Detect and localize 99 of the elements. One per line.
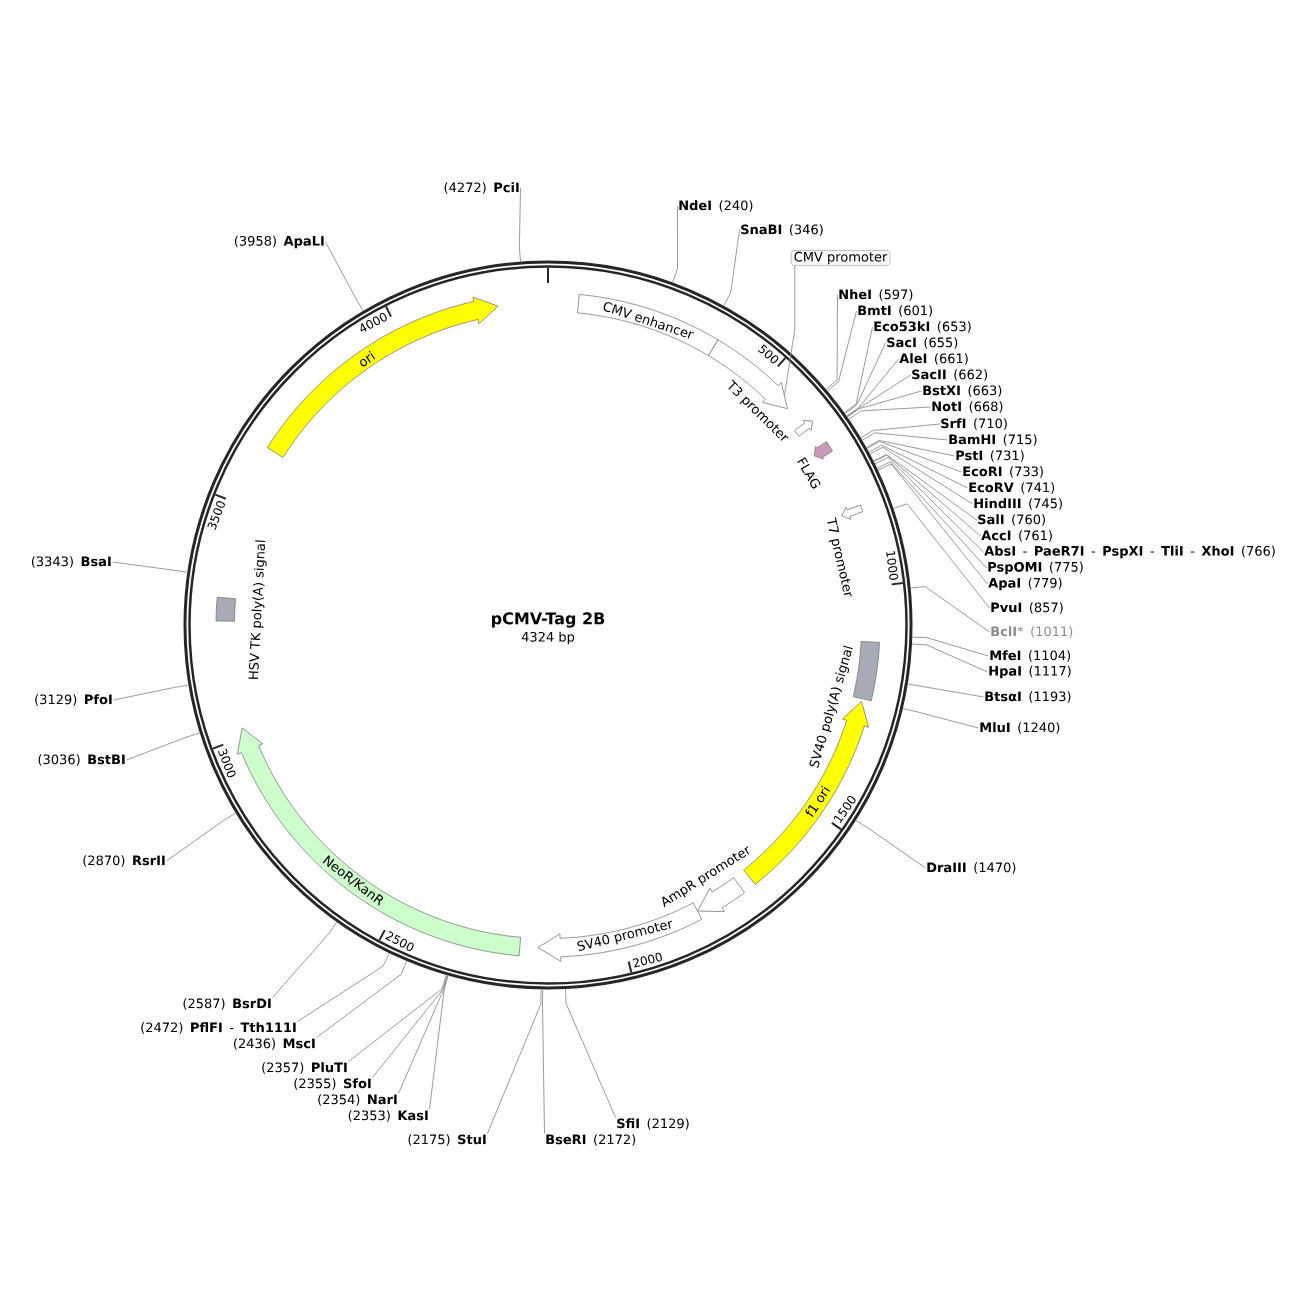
site-label: BseRI (2172) <box>546 1134 636 1146</box>
site-label: BtsαI (1193) <box>985 691 1071 703</box>
site-label: SrfI (710) <box>941 418 1007 430</box>
tick-label: 500 <box>758 344 779 364</box>
leader-line <box>861 432 948 441</box>
tick-label: 1000 <box>886 551 899 580</box>
node-label: HSV TK poly(A) signal <box>248 540 267 680</box>
site-label: (2870) RsrII <box>83 855 165 867</box>
site-label: PspOMI (775) <box>988 561 1083 575</box>
leader-line <box>902 708 979 729</box>
leader-line <box>316 960 408 1038</box>
leader-line <box>826 310 857 392</box>
leader-line <box>297 952 390 1022</box>
site-label: (3036) BstBI <box>38 754 125 766</box>
leader-line <box>846 390 922 418</box>
leader-line <box>398 974 449 1094</box>
tick-label: 3500 <box>207 501 225 531</box>
site-label: (2587) BsrDI <box>183 998 271 1010</box>
leader-line <box>783 265 796 397</box>
plasmid-name: pCMV-Tag 2B <box>492 612 605 628</box>
leader-line <box>723 229 740 307</box>
site-label: (3343) BsaI <box>31 556 111 568</box>
site-label: HindIII (745) <box>974 498 1062 510</box>
leader-line <box>907 683 984 698</box>
site-label: DraIII (1470) <box>927 862 1016 874</box>
site-label: (2354) NarI <box>318 1094 397 1106</box>
leader-line <box>869 446 973 505</box>
leader-line <box>565 988 616 1118</box>
leader-line <box>372 974 448 1078</box>
site-label: SacI (655) <box>887 337 958 349</box>
leader-line <box>518 187 521 262</box>
leader-line <box>126 732 201 761</box>
tick-label: 4000 <box>360 312 387 332</box>
leader-line <box>429 975 449 1110</box>
leader-line <box>846 374 911 417</box>
site-label: (3958) ApaLI <box>234 235 324 249</box>
site-label: AbsI - PaeR7I - PspXI - TliI - XhoI (766) <box>984 545 1275 559</box>
leader-line <box>877 463 988 585</box>
site-label: PstI (731) <box>956 450 1024 462</box>
site-label: NdeI (240) <box>679 200 753 212</box>
site-label: BstXI (663) <box>923 385 1002 397</box>
leader-line <box>892 503 990 609</box>
site-label: (2175) StuI <box>408 1134 486 1146</box>
leader-line <box>868 444 968 489</box>
leader-line <box>272 921 338 998</box>
leader-line <box>846 358 899 417</box>
site-label: AccI (761) <box>981 530 1052 542</box>
site-label: (2436) MscI <box>233 1038 315 1050</box>
feature-box: HSV TK poly(A) signal <box>215 540 267 679</box>
leader-line <box>860 423 940 439</box>
site-label: SfiI (2129) <box>617 1118 689 1130</box>
leader-line <box>873 454 981 537</box>
site-label: SalI (760) <box>978 514 1045 526</box>
leader-line <box>876 461 987 569</box>
leader-line <box>865 440 955 457</box>
site-label: (2355) SfoI <box>294 1078 371 1090</box>
site-label: BamHI (715) <box>949 434 1037 446</box>
site-label: (3129) PfoI <box>35 694 112 706</box>
leader-line <box>911 643 988 673</box>
leader-line <box>542 989 545 1134</box>
leader-line <box>112 561 188 573</box>
site-label: NheI (597) <box>839 289 913 301</box>
site-label: AleI (661) <box>899 353 968 365</box>
plasmid-size: 4324 bp <box>521 631 575 645</box>
leader-line <box>825 294 838 390</box>
site-label: (2353) KasI <box>348 1110 428 1122</box>
leader-line <box>873 454 977 521</box>
site-label: SacII (662) <box>912 369 988 381</box>
leader-line <box>910 586 990 633</box>
leader-line <box>166 812 237 862</box>
site-label: (2357) PluTI <box>262 1062 347 1074</box>
tick-label: 2500 <box>385 931 414 952</box>
leader-line <box>911 636 989 657</box>
leader-line <box>866 440 962 473</box>
site-label: MfeI (1104) <box>990 650 1071 662</box>
site-label: NotI (668) <box>932 401 1003 413</box>
site-label: Eco53kI (653) <box>874 321 971 333</box>
leader-line <box>844 342 886 414</box>
site-label: (2472) PflFI - Tth111I <box>141 1022 296 1034</box>
leader-line <box>348 974 447 1062</box>
leader-line <box>113 684 189 701</box>
leader-line <box>487 988 542 1134</box>
site-label: PvuI (857) <box>991 602 1063 614</box>
site-label: EcoRI (733) <box>963 466 1043 478</box>
leader-line <box>855 819 926 869</box>
site-label: EcoRV (741) <box>969 482 1055 494</box>
site-label: SnaBI (346) <box>741 224 823 236</box>
leader-line <box>848 406 931 420</box>
site-label: MluI (1240) <box>980 722 1060 734</box>
site-label: BmtI (601) <box>858 305 933 317</box>
site-label: ApaI (779) <box>988 577 1062 591</box>
leader-line <box>672 205 678 283</box>
site-label: HpaI (1117) <box>989 665 1071 679</box>
leader-line <box>874 457 984 553</box>
leader-line <box>843 326 873 414</box>
site-label: (4272) PciI <box>444 182 519 194</box>
site-label: BclI* (1011) <box>991 626 1073 638</box>
feature-label: CMV promoter <box>790 250 891 266</box>
leader-line <box>325 241 364 312</box>
